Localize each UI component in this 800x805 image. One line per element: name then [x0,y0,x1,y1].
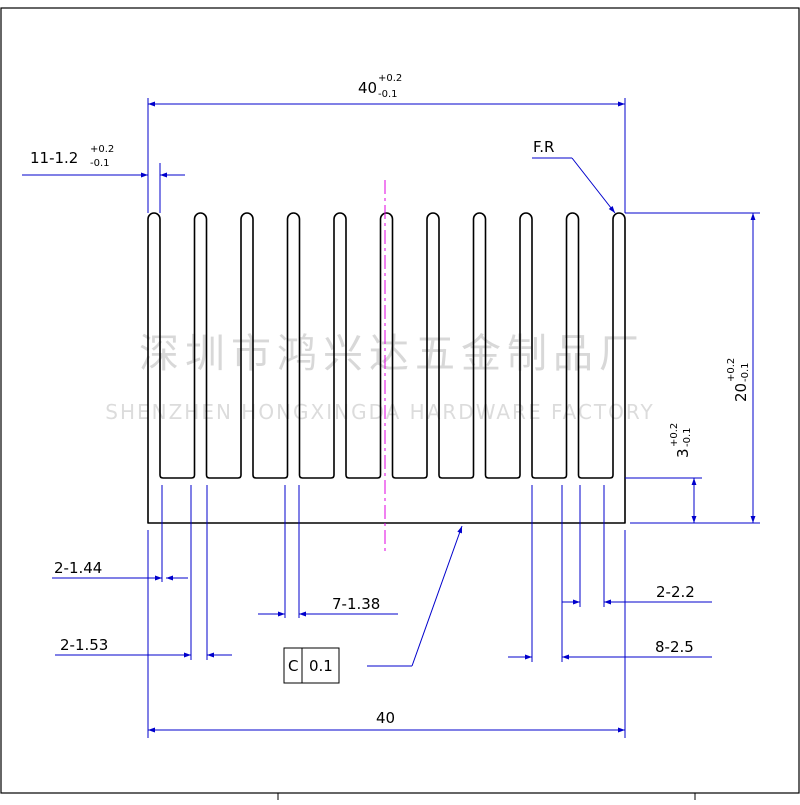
gap-d-label: 2-2.2 [656,583,695,601]
total-height-tol-lower: -0.1 [740,362,751,382]
fin-thickness-value: 11-1.2 [30,149,78,167]
top-width-value: 40 [358,79,377,97]
dim-gap-a [52,485,188,582]
fin-radius-label: F.R [533,138,554,156]
dim-base-thickness [625,477,702,523]
top-width-tol-upper: +0.2 [378,73,402,84]
flatness-value: 0.1 [309,657,333,675]
dim-gap-b [55,485,232,660]
heatsink-profile [147,212,626,524]
gap-c-label: 7-1.38 [332,595,380,613]
watermark-en: SHENZHEN HONGXINGDA HARDWARE FACTORY [105,400,654,424]
watermark-cn: 深圳市鸿兴达五金制品厂 [139,331,645,377]
fin-thickness-tol-upper: +0.2 [90,144,114,155]
base-thickness-value: 3 [674,448,692,458]
top-width-tol-lower: -0.1 [378,89,398,100]
gap-e-label: 8-2.5 [655,638,694,656]
flatness-symbol: C [288,657,298,675]
bottom-width-value: 40 [376,709,395,727]
dim-gap-c [258,485,398,618]
dim-fin-radius [532,157,616,214]
gap-a-label: 2-1.44 [54,559,102,577]
flatness-box [283,647,340,684]
base-thickness-tol-lower: -0.1 [682,427,693,447]
dim-total-height [625,212,760,524]
total-height-tol-upper: +0.2 [726,358,737,382]
dim-bottom-width [147,530,626,738]
fin-thickness-tol-lower: -0.1 [90,158,110,169]
gap-b-label: 2-1.53 [60,636,108,654]
total-height-value: 20 [732,383,750,402]
heatsink-outline [147,212,626,524]
dim-gap-d [562,485,712,607]
dim-gap-e [508,485,712,662]
dim-fin-thickness [22,163,185,213]
base-thickness-tol-upper: +0.2 [669,423,680,447]
flatness-leader [367,525,463,667]
